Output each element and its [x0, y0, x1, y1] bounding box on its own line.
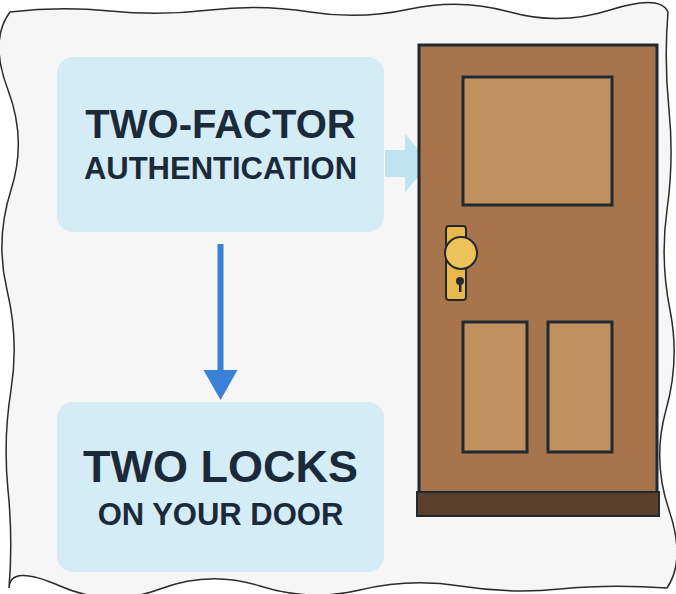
door-panel — [463, 322, 527, 452]
box-subheading: ON YOUR DOOR — [98, 498, 344, 532]
keyhole — [459, 283, 462, 292]
door-threshold — [417, 492, 659, 516]
box-heading: TWO LOCKS — [83, 442, 358, 492]
door-panel — [463, 77, 612, 205]
box-subheading: AUTHENTICATION — [84, 152, 357, 186]
door-body — [419, 45, 657, 495]
flow-arrow — [204, 244, 238, 400]
arrow-head — [204, 370, 238, 400]
door-knob — [445, 237, 477, 269]
concept-box: TWO-FACTOR AUTHENTICATION — [57, 57, 384, 232]
arrow-shaft — [218, 244, 224, 374]
concept-box: TWO LOCKS ON YOUR DOOR — [57, 402, 384, 572]
door-panel — [548, 322, 612, 452]
box-heading: TWO-FACTOR — [85, 102, 355, 146]
